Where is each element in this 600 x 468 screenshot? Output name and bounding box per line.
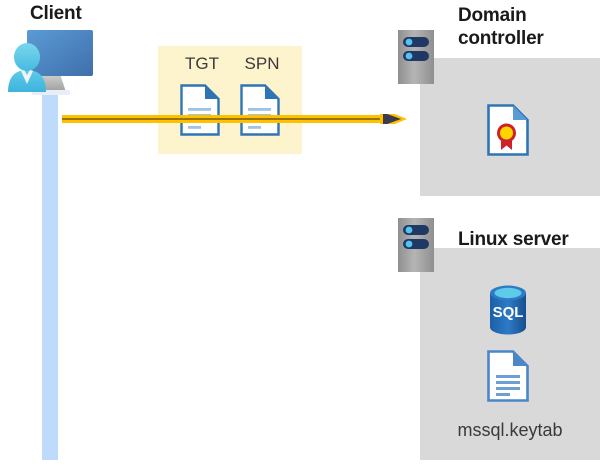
spn-document-icon bbox=[240, 84, 280, 136]
client-lifeline-bar bbox=[42, 62, 58, 460]
keytab-file-label: mssql.keytab bbox=[457, 420, 563, 440]
tgt-document-icon bbox=[180, 84, 220, 136]
domain-controller-title: Domain controller bbox=[458, 5, 544, 49]
client-title: Client bbox=[30, 3, 82, 24]
certificate-icon bbox=[487, 104, 529, 156]
tgt-label: TGT bbox=[185, 54, 219, 73]
linux-server-chassis-icon bbox=[398, 218, 434, 272]
flow-arrow bbox=[62, 108, 407, 130]
sql-database-icon: SQL bbox=[486, 284, 530, 336]
domain-controller-server-icon bbox=[398, 30, 434, 84]
linux-server-title: Linux server bbox=[458, 229, 569, 250]
sql-icon-text: SQL bbox=[493, 304, 524, 321]
client-user-monitor-icon bbox=[4, 26, 96, 98]
spn-label: SPN bbox=[244, 54, 280, 73]
keytab-document-icon bbox=[487, 350, 529, 402]
